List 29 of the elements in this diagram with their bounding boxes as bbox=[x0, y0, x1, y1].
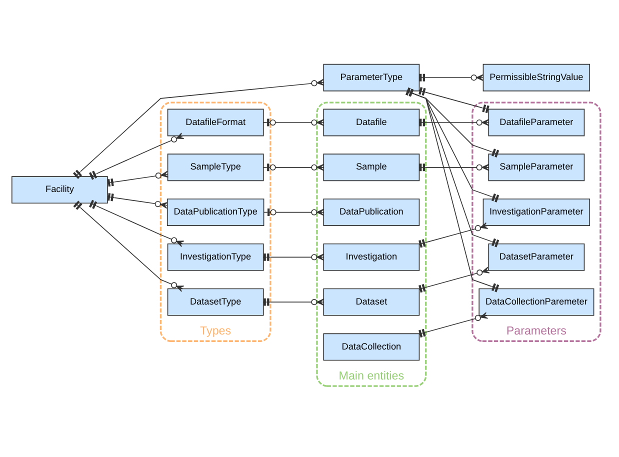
connector bbox=[406, 88, 500, 248]
node-box: InvestigationType bbox=[167, 243, 264, 271]
node-box: Sample bbox=[323, 154, 420, 182]
connector bbox=[418, 87, 490, 114]
connector bbox=[418, 266, 490, 293]
node-box: DatafileFormat bbox=[167, 108, 264, 136]
connector bbox=[418, 312, 488, 338]
connector bbox=[107, 170, 168, 187]
node-box: ParameterType bbox=[323, 64, 420, 92]
connector bbox=[89, 132, 184, 180]
node-box: DatafileParameter bbox=[488, 108, 585, 136]
connector bbox=[107, 193, 168, 209]
connector bbox=[73, 200, 184, 292]
node-box: DataCollection bbox=[323, 333, 420, 361]
node-box: SampleType bbox=[167, 154, 264, 182]
connector bbox=[72, 78, 324, 179]
node-box: DatasetType bbox=[167, 288, 264, 316]
connector bbox=[406, 88, 500, 292]
node-box: Dataset bbox=[323, 288, 420, 316]
connector bbox=[406, 88, 500, 158]
node-box: Investigation bbox=[323, 243, 420, 271]
node-box: DataPublication bbox=[323, 198, 420, 226]
connector bbox=[418, 222, 488, 248]
node-box: Datafile bbox=[323, 108, 420, 136]
node-box: PermissibleStringValue bbox=[482, 64, 590, 92]
node-box: DataPublicationType bbox=[166, 198, 264, 226]
connector bbox=[89, 200, 184, 248]
node-box: InvestigationParameter bbox=[482, 198, 590, 226]
connector bbox=[406, 88, 500, 202]
